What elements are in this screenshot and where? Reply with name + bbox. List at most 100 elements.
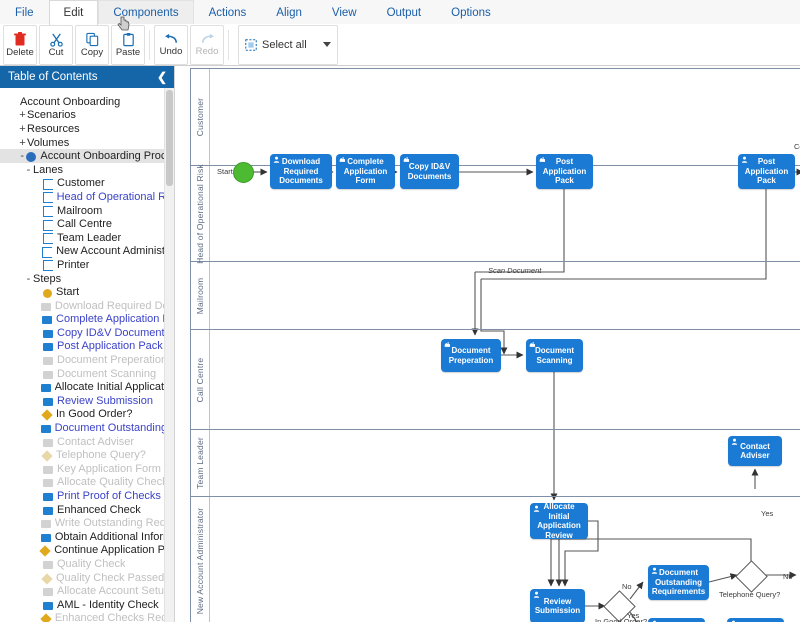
- ribbon-tab-view[interactable]: View: [317, 0, 372, 24]
- ribbon-tab-edit[interactable]: Edit: [49, 0, 99, 25]
- toc-item-label: Allocate Account Setup: [57, 585, 170, 597]
- toc-twisty[interactable]: -: [18, 150, 26, 162]
- toc-tree[interactable]: Account Onboarding+Scenarios+Resources+V…: [0, 88, 174, 622]
- toc-item[interactable]: Account Onboarding: [0, 95, 174, 109]
- toc-scrollbar-thumb[interactable]: [166, 90, 173, 186]
- toc-item[interactable]: Quality Check: [0, 557, 174, 571]
- swimlane-label: Customer: [195, 98, 205, 136]
- toc-twisty[interactable]: +: [18, 109, 27, 121]
- toc-item[interactable]: +Scenarios: [0, 109, 174, 123]
- toc-item[interactable]: Enhanced Checks Required: [0, 612, 174, 622]
- toc-item[interactable]: -Steps: [0, 272, 174, 286]
- connector-label: Co: [794, 142, 800, 151]
- toc-item[interactable]: Mailroom: [0, 204, 174, 218]
- user-task-icon: [273, 156, 280, 163]
- toc-item[interactable]: Enhanced Check: [0, 503, 174, 517]
- toc-item[interactable]: Start: [0, 285, 174, 299]
- task-node[interactable]: Complete Application Form: [336, 154, 395, 189]
- ribbon-tab-components[interactable]: Components: [98, 0, 193, 24]
- swimlane-header[interactable]: Mailroom: [191, 262, 210, 329]
- toc-item[interactable]: Contact Adviser: [0, 435, 174, 449]
- toc-item[interactable]: +Resources: [0, 122, 174, 136]
- swimlane-header[interactable]: Call Centre: [191, 330, 210, 429]
- ribbon-tab-options[interactable]: Options: [436, 0, 506, 24]
- ribbon-tab-output[interactable]: Output: [372, 0, 437, 24]
- delete-button[interactable]: Delete: [3, 25, 37, 65]
- toc-item[interactable]: Continue Application Process?: [0, 544, 174, 558]
- toc-item[interactable]: Print Proof of Checks: [0, 489, 174, 503]
- cut-button[interactable]: Cut: [39, 25, 73, 65]
- toc-item[interactable]: -Account Onboarding Process: [0, 149, 174, 163]
- toc-item[interactable]: AML - Identity Check: [0, 598, 174, 612]
- toc-item-label: Review Submission: [57, 395, 153, 407]
- toc-item[interactable]: Post Application Pack: [0, 340, 174, 354]
- swimlane-header[interactable]: Head of Operational Risk: [191, 166, 210, 261]
- swimlane-header[interactable]: Team Leader: [191, 430, 210, 496]
- task-node[interactable]: Key Application Form: [648, 618, 705, 622]
- ribbon-tab-align[interactable]: Align: [261, 0, 317, 24]
- paste-button[interactable]: Paste: [111, 25, 145, 65]
- redo-arrow-icon: [199, 33, 216, 46]
- toc-item[interactable]: -Lanes: [0, 163, 174, 177]
- toc-item[interactable]: Allocate Quality Check: [0, 476, 174, 490]
- task-node[interactable]: Download Required Documents: [270, 154, 332, 189]
- toc-twisty[interactable]: -: [24, 164, 33, 176]
- toc-twisty[interactable]: +: [18, 123, 27, 135]
- toc-item[interactable]: Allocate Initial Application Review: [0, 380, 174, 394]
- swimlane[interactable]: Customer: [191, 69, 800, 166]
- toc-item[interactable]: Obtain Additional Information fro: [0, 530, 174, 544]
- toc-item[interactable]: Document Outstanding Requirem: [0, 421, 174, 435]
- toc-item[interactable]: Customer: [0, 177, 174, 191]
- toc-item[interactable]: Printer: [0, 258, 174, 272]
- task-node[interactable]: Copy ID&V Documents: [400, 154, 459, 189]
- toc-item-label: Write Outstanding Requirements: [55, 517, 174, 529]
- task-node[interactable]: Document Scanning: [526, 339, 583, 372]
- ribbon-tab-file[interactable]: File: [0, 0, 49, 24]
- toc-item[interactable]: New Account Administrator: [0, 245, 174, 259]
- toc-item[interactable]: Review Submission: [0, 394, 174, 408]
- diagram-canvas[interactable]: CustomerHead of Operational RiskMailroom…: [183, 66, 800, 622]
- toc-item[interactable]: Copy ID&V Documents: [0, 326, 174, 340]
- toc-twisty[interactable]: +: [18, 137, 27, 149]
- toc-item[interactable]: Allocate Account Setup: [0, 584, 174, 598]
- copy-button[interactable]: Copy: [75, 25, 109, 65]
- task-node[interactable]: Allocate Initial Application Review: [530, 503, 588, 539]
- toc-item[interactable]: Call Centre: [0, 217, 174, 231]
- ribbon-tab-actions[interactable]: Actions: [194, 0, 262, 24]
- start-event-node[interactable]: [233, 162, 254, 183]
- toc-scrollbar[interactable]: [164, 88, 174, 622]
- toc-item[interactable]: Download Required Documents: [0, 299, 174, 313]
- select-all-dropdown[interactable]: Select all: [238, 25, 338, 65]
- chevron-down-icon[interactable]: [323, 42, 331, 47]
- toc-item[interactable]: In Good Order?: [0, 408, 174, 422]
- chevron-left-icon[interactable]: ❮: [157, 70, 167, 84]
- toc-item[interactable]: +Volumes: [0, 136, 174, 150]
- toc-item[interactable]: Write Outstanding Requirements: [0, 516, 174, 530]
- swimlane-header[interactable]: Customer: [191, 69, 210, 165]
- toc-item[interactable]: Complete Application Form: [0, 313, 174, 327]
- undo-button[interactable]: Undo: [154, 25, 188, 65]
- task-node[interactable]: AML - Identity Check: [727, 618, 784, 622]
- task-icon: [43, 588, 53, 596]
- lane-icon: [43, 206, 53, 217]
- toc-item-label: Document Outstanding Requirem: [55, 422, 174, 434]
- toc-item[interactable]: Head of Operational Risk: [0, 190, 174, 204]
- task-node[interactable]: Document Preperation: [441, 339, 501, 372]
- task-node[interactable]: Document Outstanding Requirements: [648, 565, 709, 600]
- redo-button[interactable]: Redo: [190, 25, 224, 65]
- toc-item[interactable]: Team Leader: [0, 231, 174, 245]
- swimlane-header[interactable]: New Account Administrator: [191, 497, 210, 622]
- toc-item[interactable]: Quality Check Passed?: [0, 571, 174, 585]
- task-node[interactable]: Review Submission: [530, 589, 585, 622]
- swimlane[interactable]: Team Leader: [191, 430, 800, 497]
- toc-item[interactable]: Document Preperation: [0, 353, 174, 367]
- task-node[interactable]: Post Application Pack: [738, 154, 795, 189]
- toc-item[interactable]: Key Application Form: [0, 462, 174, 476]
- swimlane[interactable]: New Account Administrator: [191, 497, 800, 622]
- toc-item[interactable]: Document Scanning: [0, 367, 174, 381]
- task-node[interactable]: Post Application Pack: [536, 154, 593, 189]
- toc-item[interactable]: Telephone Query?: [0, 448, 174, 462]
- task-node[interactable]: Contact Adviser: [728, 436, 782, 466]
- toc-item-label: Customer: [57, 177, 105, 189]
- toc-twisty[interactable]: -: [24, 273, 33, 285]
